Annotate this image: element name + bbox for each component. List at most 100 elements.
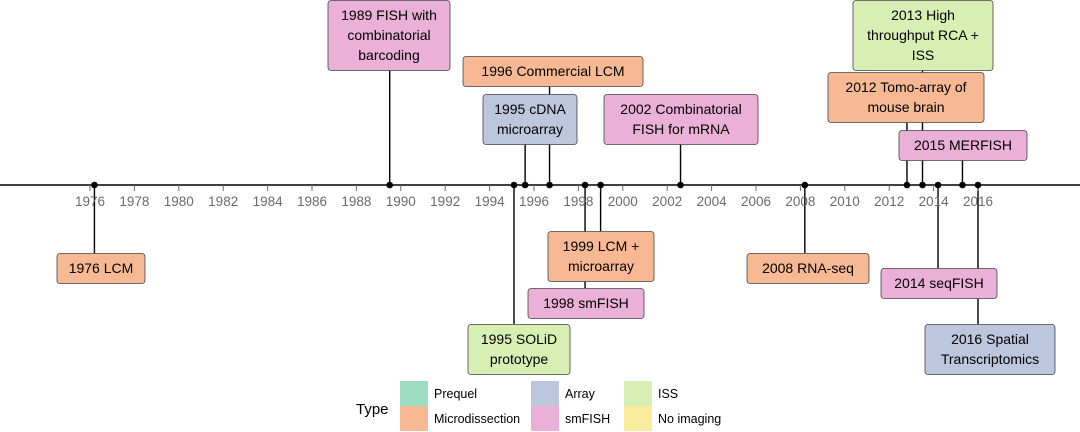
legend-label: ISS	[658, 387, 678, 401]
event-label: 1976 LCM	[56, 253, 146, 284]
legend-key-no_imaging	[624, 406, 652, 431]
tick-label: 2000	[608, 194, 638, 209]
event-box	[527, 288, 645, 319]
legend-key-microdissection	[400, 406, 428, 431]
legend-label: smFISH	[565, 412, 610, 426]
legend-key-iss	[624, 381, 652, 406]
event-point	[510, 181, 518, 189]
event-box	[462, 56, 644, 87]
legend-title: Type	[356, 401, 389, 418]
event-text: 1995 cDNA	[494, 101, 566, 117]
event-boxes: 1976 LCM 1989 FISH with combinatorial barco…	[56, 0, 1056, 375]
legend-label: Microdissection	[434, 412, 520, 426]
event-text: 1999 LCM +	[563, 238, 640, 254]
event-text: 1996 Commercial LCM	[481, 63, 624, 79]
event-text: FISH for mRNA	[632, 121, 730, 137]
event-text: 2015 MERFISH	[914, 137, 1012, 153]
event-box	[898, 130, 1028, 161]
event-box	[880, 268, 998, 299]
event-point	[581, 181, 589, 189]
legend-label: No imaging	[658, 412, 721, 426]
event-point	[546, 181, 553, 189]
tick-label: 1994	[475, 194, 506, 209]
event-text: 1995 SOLiD	[481, 331, 557, 347]
event-box	[547, 231, 655, 282]
tick-label: 2004	[697, 194, 728, 209]
event-point	[521, 181, 529, 189]
event-text: 2012 Tomo-array of	[845, 79, 966, 95]
event-label: 2012 Tomo-array of mouse brain	[827, 72, 985, 123]
tick-label: 1986	[297, 194, 327, 209]
event-point	[903, 181, 911, 189]
event-text: 2016 Spatial	[951, 331, 1029, 347]
event-text: 1976 LCM	[69, 260, 134, 276]
legend-label: Prequel	[434, 387, 477, 401]
tick-label: 2010	[830, 194, 860, 209]
tick-label: 2006	[741, 194, 771, 209]
event-box	[852, 0, 994, 71]
event-point	[934, 181, 942, 189]
event-point	[919, 181, 926, 189]
event-box	[482, 94, 578, 145]
event-point	[91, 181, 98, 189]
event-text: microarray	[497, 121, 563, 137]
event-text: 1989 FISH with	[341, 7, 437, 23]
legend-key-array	[531, 381, 559, 406]
event-label: 1999 LCM +microarray	[547, 231, 655, 282]
event-point	[597, 181, 604, 189]
tick-label: 2016	[963, 194, 993, 209]
tick-label: 1976	[75, 194, 105, 209]
event-box	[327, 0, 451, 71]
event-text: Transcriptomics	[941, 351, 1039, 367]
event-box	[746, 253, 870, 284]
event-text: throughput RCA +	[867, 27, 979, 43]
event-text: 2002 Combinatorial	[620, 101, 741, 117]
tick-label: 1980	[164, 194, 194, 209]
tick-label: 1984	[253, 194, 284, 209]
event-text: combinatorial	[347, 27, 430, 43]
event-point	[386, 181, 394, 189]
event-label: 1995 SOLiD prototype	[467, 324, 571, 375]
event-point	[959, 181, 966, 189]
legend-key-prequel	[400, 381, 428, 406]
event-box	[467, 324, 571, 375]
event-box	[56, 253, 146, 284]
tick-label: 1998	[563, 194, 593, 209]
tick-label: 1982	[208, 194, 238, 209]
event-label: 1996 Commercial LCM	[462, 56, 644, 87]
event-text: 2013 High	[891, 7, 955, 23]
event-text: prototype	[490, 351, 549, 367]
tick-label: 1992	[430, 194, 460, 209]
tick-label: 2002	[652, 194, 682, 209]
event-box	[603, 94, 759, 145]
event-label: 1998 smFISH	[527, 288, 645, 319]
tick-label: 2008	[785, 194, 815, 209]
event-box	[827, 72, 985, 123]
event-text: barcoding	[358, 47, 420, 63]
event-label: 1989 FISH with combinatorial barcoding	[327, 0, 451, 71]
event-text: mouse brain	[867, 99, 944, 115]
event-point	[801, 181, 809, 189]
event-label: 1995 cDNA microarray	[482, 94, 578, 145]
event-text: 2014 seqFISH	[894, 275, 984, 291]
event-label: 2015 MERFISH	[898, 130, 1028, 161]
event-text: 1998 smFISH	[543, 295, 629, 311]
event-text: 2008 RNA-seq	[762, 260, 854, 276]
legend-label: Array	[565, 387, 596, 401]
tick-label: 2014	[919, 194, 950, 209]
event-point	[974, 181, 982, 189]
legend-key-smfish	[531, 406, 559, 431]
tick-label: 1978	[119, 194, 149, 209]
event-box	[924, 324, 1056, 375]
event-points	[91, 181, 982, 189]
tick-label: 1996	[519, 194, 549, 209]
event-label: 2014 seqFISH	[880, 268, 998, 299]
event-point	[677, 181, 684, 189]
